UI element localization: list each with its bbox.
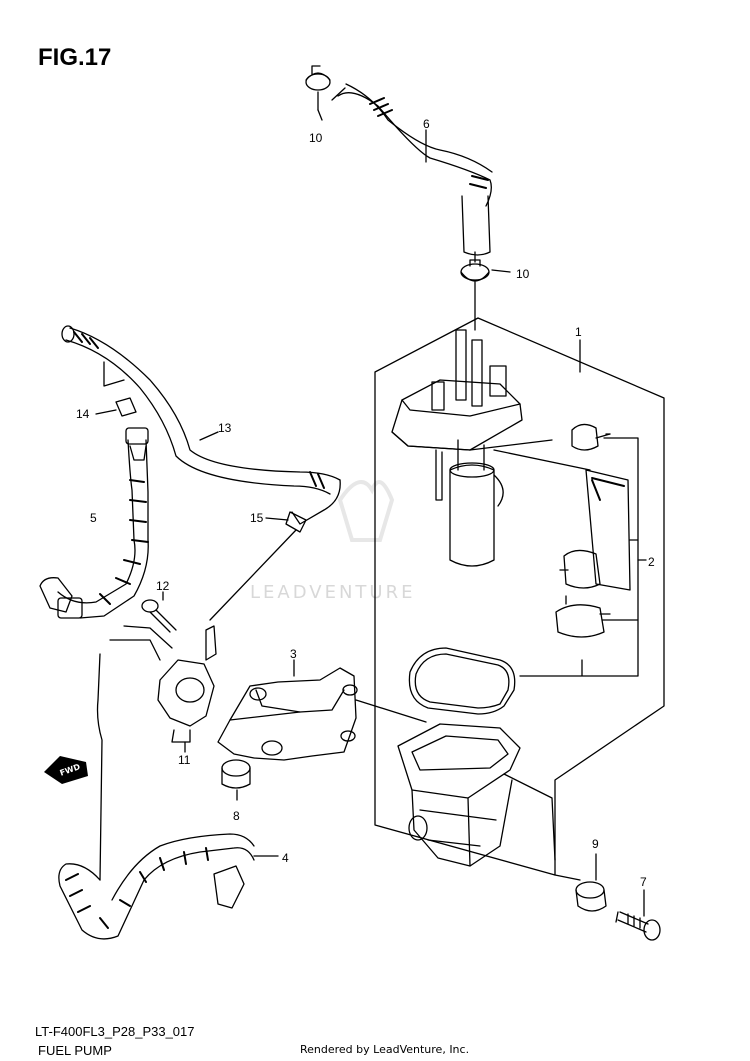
fwd-arrow-icon: FWD [44, 756, 88, 784]
callout-6: 6 [423, 117, 430, 131]
render-credit: Rendered by LeadVenture, Inc. [300, 1043, 470, 1056]
assembly-outline [374, 317, 665, 876]
leader-line [293, 109, 647, 677]
part-6-fuel-hose [331, 83, 493, 256]
part-9-grommet [575, 881, 607, 912]
part-7-bolt [615, 911, 661, 941]
callout-3: 3 [290, 647, 297, 661]
part-8-grommet [221, 759, 251, 789]
callout-10-upper: 10 [309, 131, 323, 145]
callout-12: 12 [156, 579, 170, 593]
leader-line [95, 409, 117, 415]
part-10-hose-clamp-upper [305, 65, 331, 91]
leader-line [162, 591, 186, 753]
callout-15: 15 [250, 511, 264, 525]
part-13-hose [61, 325, 341, 525]
part-1-fuel-pump [391, 329, 591, 567]
callout-1: 1 [575, 325, 582, 339]
o-ring [408, 647, 516, 715]
callout-4: 4 [282, 851, 289, 865]
leader-line [554, 853, 645, 917]
figure-code: LT-F400FL3_P28_P33_017 [35, 1024, 195, 1039]
watermark-text: LEADVENTURE [250, 582, 415, 603]
callout-labels: 1 2 3 4 5 6 7 8 9 10 10 11 12 13 14 15 [76, 117, 655, 889]
figure-caption: FUEL PUMP [38, 1043, 112, 1058]
leader-line [317, 91, 476, 331]
part-3-bracket [217, 667, 427, 761]
part-10-hose-clamp-lower [460, 259, 490, 282]
pump-housing [397, 723, 556, 867]
part-11-fuel-cock [109, 625, 217, 743]
callout-8: 8 [233, 809, 240, 823]
callout-5: 5 [90, 511, 97, 525]
leader-line [199, 431, 297, 621]
figure-title: FIG.17 [38, 44, 112, 71]
part-4-hose [58, 653, 255, 940]
watermark-logo [337, 480, 395, 542]
callout-10-lower: 10 [516, 267, 530, 281]
callout-13: 13 [218, 421, 232, 435]
callout-2: 2 [648, 555, 655, 569]
callout-9: 9 [592, 837, 599, 851]
callout-14: 14 [76, 407, 90, 421]
part-12-screw [141, 599, 177, 633]
part-14-clamp [115, 397, 137, 417]
part-2-filter-set [519, 423, 639, 677]
callout-11: 11 [178, 753, 191, 767]
callout-7: 7 [640, 875, 647, 889]
part-5-hose [39, 427, 149, 619]
